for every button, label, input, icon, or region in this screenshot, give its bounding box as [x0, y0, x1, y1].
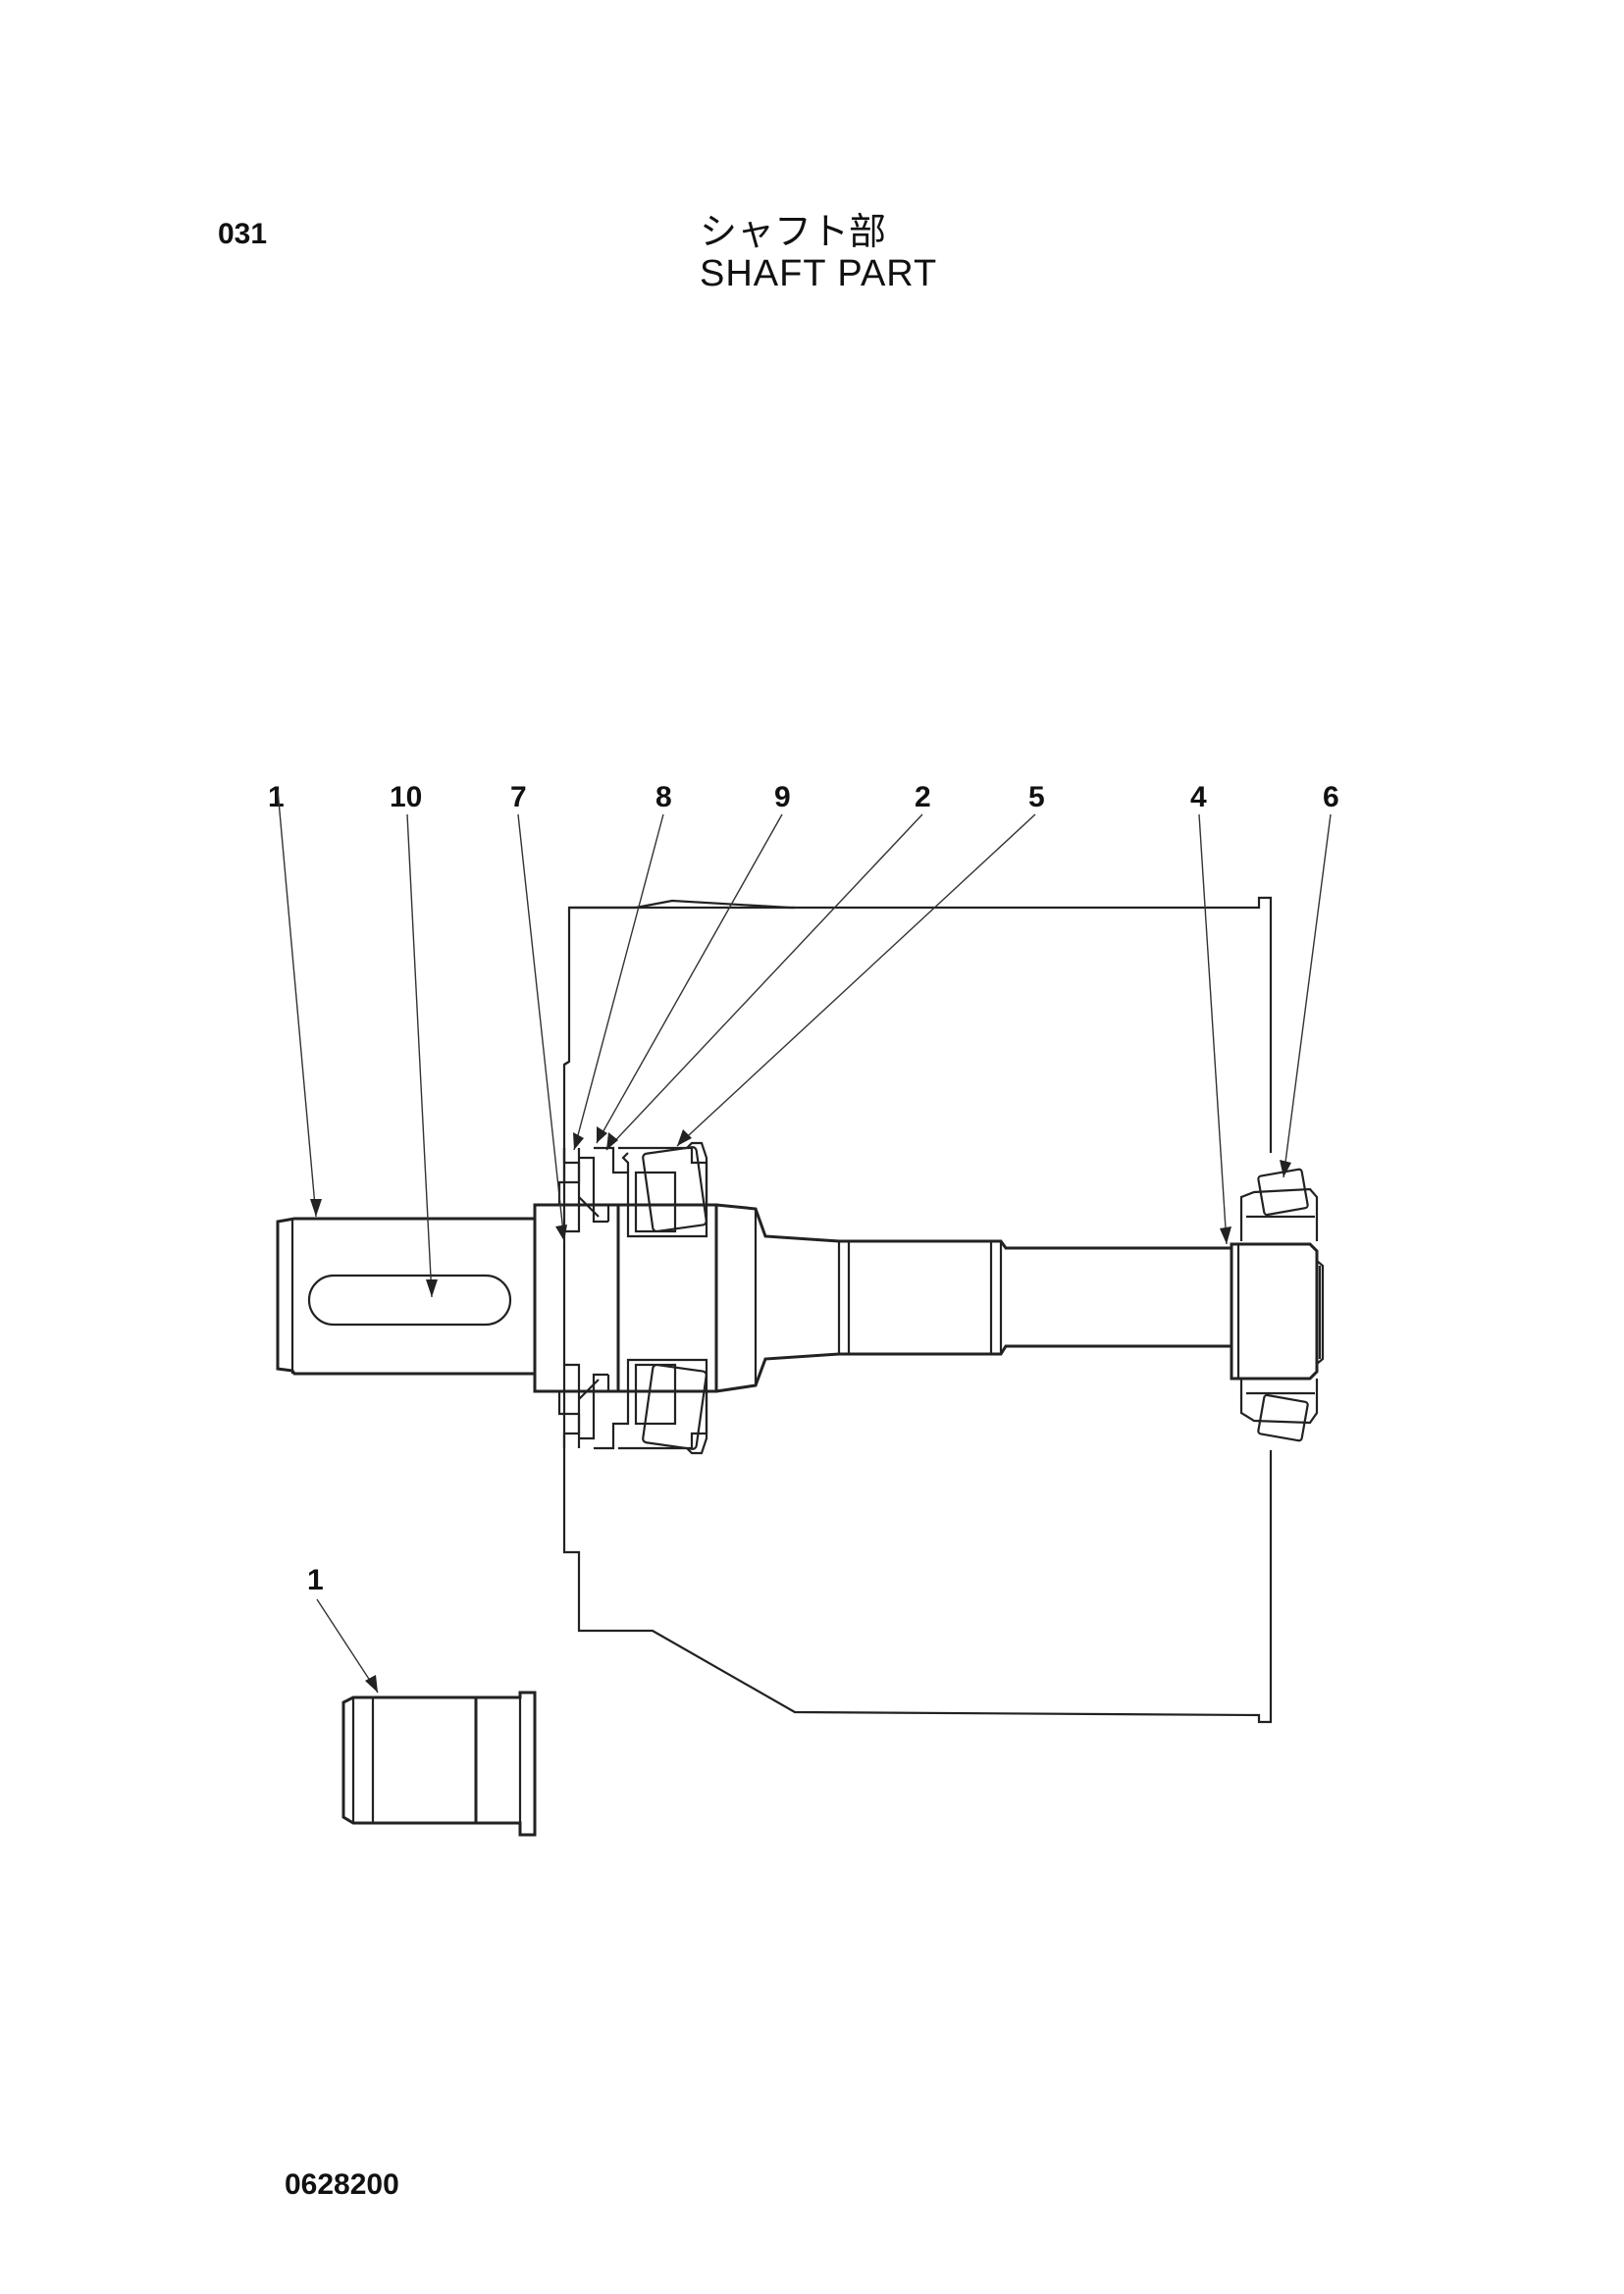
right-bearing — [1239, 1168, 1319, 1442]
callout-8: 8 — [655, 781, 672, 813]
callout-1-bushing: 1 — [307, 1564, 324, 1596]
left-bearing-assembly-lower — [557, 1358, 708, 1455]
housing-outline — [562, 896, 1273, 1724]
title-japanese: シャフト部 — [700, 210, 887, 253]
leader-lines — [277, 789, 1332, 1694]
callout-2: 2 — [915, 781, 931, 813]
main-shaft — [276, 1203, 1325, 1393]
title-english: SHAFT PART — [700, 253, 938, 294]
callout-7: 7 — [510, 781, 527, 813]
document-number: 0628200 — [285, 2168, 399, 2201]
callout-1: 1 — [268, 781, 285, 813]
callout-5: 5 — [1028, 781, 1045, 813]
callout-6: 6 — [1323, 781, 1339, 813]
bushing-part — [341, 1691, 537, 1837]
callout-10: 10 — [390, 781, 422, 813]
callout-4: 4 — [1190, 781, 1207, 813]
page-code: 031 — [218, 218, 268, 250]
left-bearing-assembly — [557, 1141, 708, 1238]
arrowheads — [310, 1126, 1291, 1693]
callout-9: 9 — [774, 781, 791, 813]
